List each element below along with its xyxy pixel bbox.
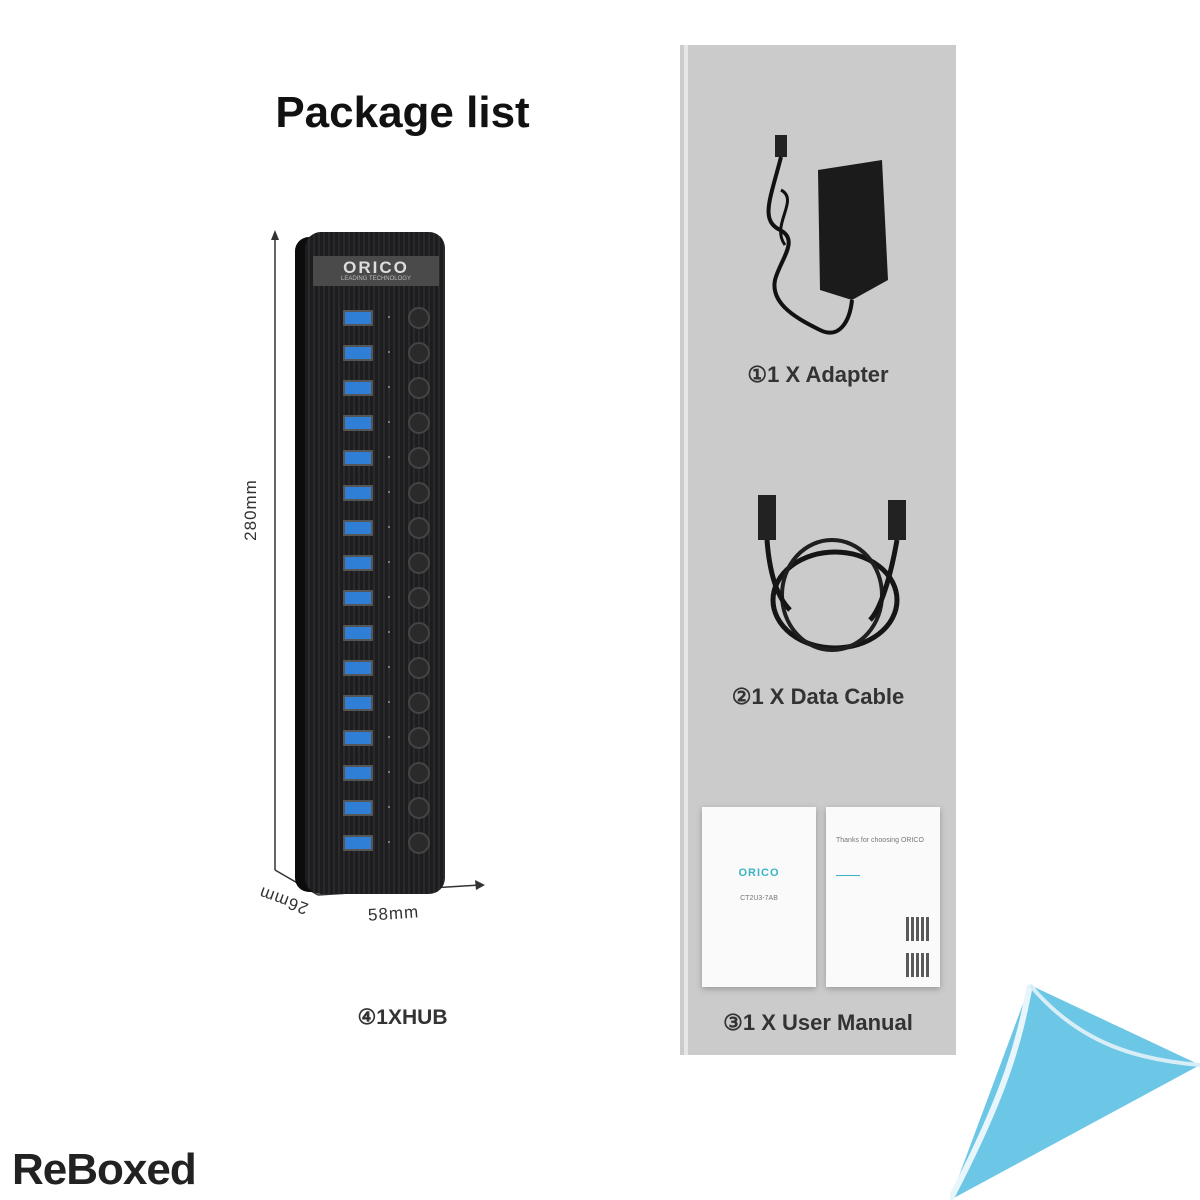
hub-brand: ORICO	[343, 258, 409, 277]
led-indicator	[388, 841, 390, 843]
port-power-button	[408, 692, 430, 714]
usb-port	[343, 485, 373, 501]
led-indicator	[388, 631, 390, 633]
usb-port	[343, 660, 373, 676]
cable-caption: ②1 X Data Cable	[731, 684, 905, 709]
led-indicator	[388, 666, 390, 668]
led-indicator	[388, 421, 390, 423]
usb-port	[343, 835, 373, 851]
led-indicator	[388, 561, 390, 563]
port-power-button	[408, 797, 430, 819]
usb-port	[343, 380, 373, 396]
port-power-button	[408, 622, 430, 644]
usb-port	[343, 520, 373, 536]
manual-model: CT2U3-7AB	[740, 895, 778, 902]
port-power-button	[408, 657, 430, 679]
brand-plate: ORICO LEADING TECHNOLOGY	[313, 256, 439, 286]
qr-code-icon	[906, 953, 930, 977]
manual-heading: Thanks for choosing ORICO	[836, 837, 924, 844]
panel-divider	[684, 45, 688, 1055]
port-power-button	[408, 832, 430, 854]
led-indicator	[388, 456, 390, 458]
manual-brand: ORICO	[738, 867, 780, 879]
port-power-button	[408, 762, 430, 784]
led-indicator	[388, 386, 390, 388]
height-label: 280mm	[240, 479, 260, 541]
usb-port	[343, 730, 373, 746]
usb-port	[343, 625, 373, 641]
port-power-button	[408, 587, 430, 609]
reboxed-logo: ReBoxed	[12, 1145, 197, 1194]
port-power-button	[408, 307, 430, 329]
usb-port	[343, 310, 373, 326]
page-curl-icon	[950, 983, 1200, 1200]
usb-port	[343, 555, 373, 571]
adapter-caption: ①1 X Adapter	[747, 362, 889, 387]
port-power-button	[408, 552, 430, 574]
page-title: Package list	[275, 88, 530, 137]
manual-cover: ORICO CT2U3-7AB	[702, 807, 816, 987]
led-indicator	[388, 526, 390, 528]
qr-code-icon	[906, 917, 930, 941]
usb-hub-image: ORICO LEADING TECHNOLOGY	[295, 232, 445, 894]
hub-caption: ④1XHUB	[357, 1006, 448, 1029]
usb-port	[343, 695, 373, 711]
port-power-button	[408, 447, 430, 469]
hub-tagline: LEADING TECHNOLOGY	[341, 276, 411, 282]
manual-back: Thanks for choosing ORICO	[826, 807, 940, 987]
port-power-button	[408, 377, 430, 399]
port-power-button	[408, 342, 430, 364]
led-indicator	[388, 596, 390, 598]
port-power-button	[408, 727, 430, 749]
led-indicator	[388, 736, 390, 738]
port-power-button	[408, 412, 430, 434]
usb-port	[343, 415, 373, 431]
led-indicator	[388, 351, 390, 353]
usb-port	[343, 765, 373, 781]
led-indicator	[388, 771, 390, 773]
led-indicator	[388, 316, 390, 318]
usb-port	[343, 590, 373, 606]
port-power-button	[408, 517, 430, 539]
width-label: 58mm	[367, 902, 420, 925]
manual-caption: ③1 X User Manual	[723, 1010, 913, 1035]
power-adapter-icon	[766, 135, 888, 335]
usb-port	[343, 450, 373, 466]
usb-port	[343, 800, 373, 816]
port-power-button	[408, 482, 430, 504]
led-indicator	[388, 701, 390, 703]
usb-port	[343, 345, 373, 361]
led-indicator	[388, 491, 390, 493]
usb-cable-icon	[758, 495, 906, 652]
led-indicator	[388, 806, 390, 808]
